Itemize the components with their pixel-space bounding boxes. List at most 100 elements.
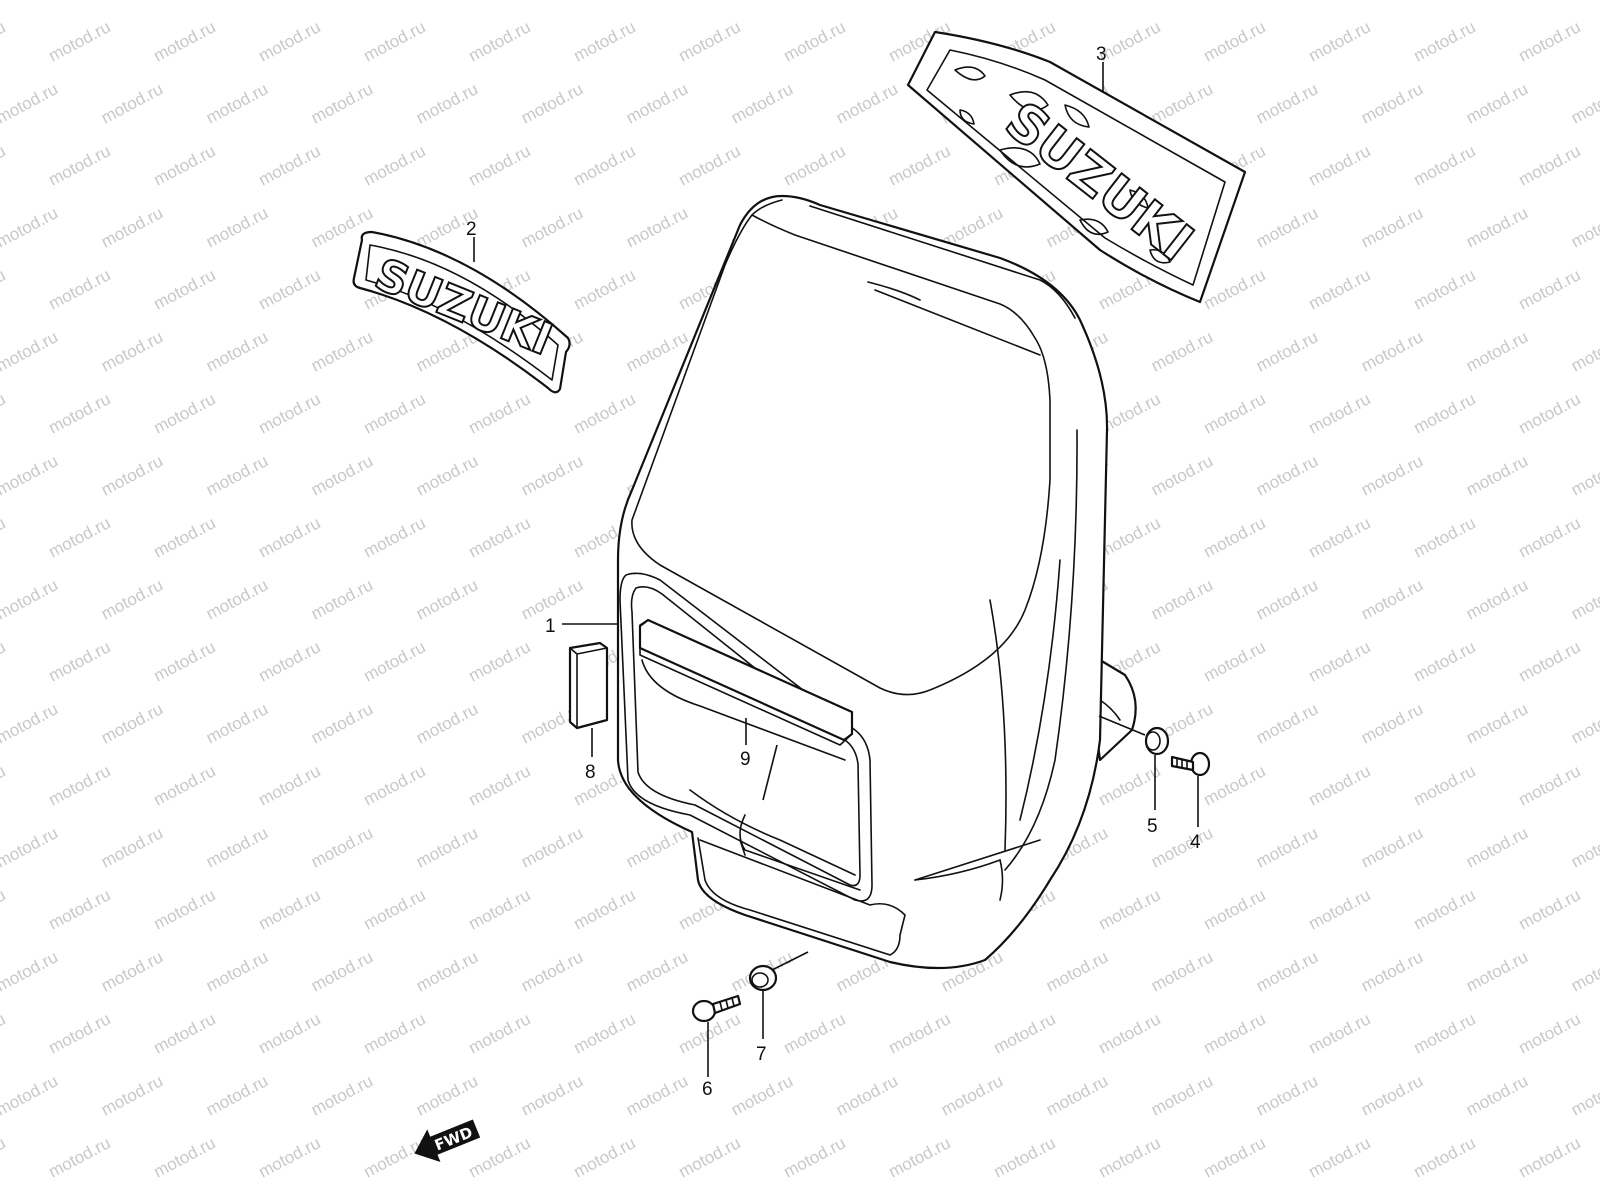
watermark-text: motod.ru [98, 823, 166, 871]
watermark-text: motod.ru [1568, 203, 1600, 251]
watermark-text: motod.ru [98, 451, 166, 499]
watermark-text: motod.ru [1305, 389, 1373, 437]
watermark-text: motod.ru [728, 0, 796, 4]
watermark-text: motod.ru [150, 141, 218, 189]
watermark-text: motod.ru [255, 389, 323, 437]
watermark-text: motod.ru [98, 1071, 166, 1119]
watermark-text: motod.ru [1515, 17, 1583, 65]
watermark-text: motod.ru [0, 947, 61, 995]
watermark-text: motod.ru [1253, 1071, 1321, 1119]
watermark-text: motod.ru [1200, 761, 1268, 809]
part-6-bolt[interactable] [691, 994, 742, 1023]
watermark-text: motod.ru [1568, 823, 1600, 871]
watermark-text: motod.ru [98, 947, 166, 995]
watermark-text: motod.ru [1148, 0, 1216, 4]
watermark-text: motod.ru [728, 1195, 796, 1200]
emblem-2[interactable]: SUZUKI [352, 230, 571, 394]
watermark-text: motod.ru [0, 327, 61, 375]
watermark-text: motod.ru [518, 1195, 586, 1200]
watermark-text: motod.ru [0, 203, 61, 251]
watermark-text: motod.ru [1463, 0, 1531, 4]
watermark-text: motod.ru [1515, 141, 1583, 189]
watermark-text: motod.ru [1043, 1071, 1111, 1119]
watermark-text: motod.ru [1463, 1071, 1531, 1119]
watermark-text: motod.ru [675, 141, 743, 189]
watermark-text: motod.ru [938, 1195, 1006, 1200]
watermark-text: motod.ru [0, 513, 9, 561]
callout-7: 7 [756, 1044, 767, 1065]
callout-6: 6 [702, 1079, 713, 1100]
watermark-text: motod.ru [1515, 265, 1583, 313]
watermark-text: motod.ru [465, 513, 533, 561]
part-9-strip[interactable] [638, 618, 854, 742]
leader-lines [473, 62, 1199, 1077]
watermark-text: motod.ru [728, 1071, 796, 1119]
watermark-text: motod.ru [465, 637, 533, 685]
watermark-text: motod.ru [45, 885, 113, 933]
part-8-block[interactable] [568, 641, 609, 730]
watermark-text: motod.ru [1358, 699, 1426, 747]
watermark-text: motod.ru [1095, 761, 1163, 809]
watermark-text: motod.ru [885, 141, 953, 189]
watermark-text: motod.ru [150, 1133, 218, 1181]
watermark-text: motod.ru [1200, 17, 1268, 65]
part-5-grommet[interactable] [1144, 726, 1170, 756]
watermark-text: motod.ru [1148, 947, 1216, 995]
watermark-text: motod.ru [728, 79, 796, 127]
watermark-text: motod.ru [45, 513, 113, 561]
watermark-text: motod.ru [1358, 203, 1426, 251]
watermark-text: motod.ru [518, 203, 586, 251]
watermark-text: motod.ru [1043, 0, 1111, 4]
watermark-text: motod.ru [0, 1071, 61, 1119]
watermark-text: motod.ru [518, 1071, 586, 1119]
watermark-text: motod.ru [255, 17, 323, 65]
watermark-text: motod.ru [0, 1009, 9, 1057]
watermark-text: motod.ru [570, 1009, 638, 1057]
watermark-text: motod.ru [45, 141, 113, 189]
watermark-text: motod.ru [360, 141, 428, 189]
part-4-bolt[interactable] [1170, 751, 1211, 777]
watermark-text: motod.ru [1463, 699, 1531, 747]
watermark-text: motod.ru [1358, 1195, 1426, 1200]
watermark-text: motod.ru [1568, 0, 1600, 4]
watermark-text: motod.ru [0, 0, 61, 4]
watermark-text: motod.ru [413, 947, 481, 995]
watermark-text: motod.ru [308, 823, 376, 871]
watermark-text: motod.ru [0, 265, 9, 313]
watermark-text: motod.ru [308, 327, 376, 375]
watermark-text: motod.ru [98, 699, 166, 747]
watermark-text: motod.ru [1410, 17, 1478, 65]
watermark-text: motod.ru [570, 141, 638, 189]
watermark-text: motod.ru [255, 513, 323, 561]
callout-8: 8 [585, 762, 596, 783]
watermark-text: motod.ru [1253, 203, 1321, 251]
watermark-text: motod.ru [1568, 1071, 1600, 1119]
watermark-text: motod.ru [518, 451, 586, 499]
watermark-text: motod.ru [1148, 1071, 1216, 1119]
callout-5: 5 [1147, 816, 1158, 837]
watermark-text: motod.ru [1200, 637, 1268, 685]
watermark-text: motod.ru [1148, 79, 1216, 127]
watermark-text: motod.ru [98, 1195, 166, 1200]
watermark-text: motod.ru [570, 17, 638, 65]
watermark-text: motod.ru [1095, 885, 1163, 933]
watermark-text: motod.ru [1410, 141, 1478, 189]
watermark-text: motod.ru [1515, 1133, 1583, 1181]
watermark-text: motod.ru [413, 451, 481, 499]
watermark-text: motod.ru [98, 0, 166, 4]
watermark-text: motod.ru [1253, 79, 1321, 127]
watermark-text: motod.ru [623, 823, 691, 871]
watermark-text: motod.ru [255, 1009, 323, 1057]
watermark-text: motod.ru [1515, 389, 1583, 437]
watermark-text: motod.ru [1200, 885, 1268, 933]
watermark-text: motod.ru [0, 823, 61, 871]
watermark-text: motod.ru [833, 79, 901, 127]
watermark-text: motod.ru [308, 947, 376, 995]
watermark-text: motod.ru [1305, 1133, 1373, 1181]
watermark-text: motod.ru [203, 451, 271, 499]
headlight-cowling[interactable] [616, 194, 1137, 970]
watermark-text: motod.ru [1568, 947, 1600, 995]
watermark-text: motod.ru [465, 885, 533, 933]
watermark-text: motod.ru [518, 823, 586, 871]
